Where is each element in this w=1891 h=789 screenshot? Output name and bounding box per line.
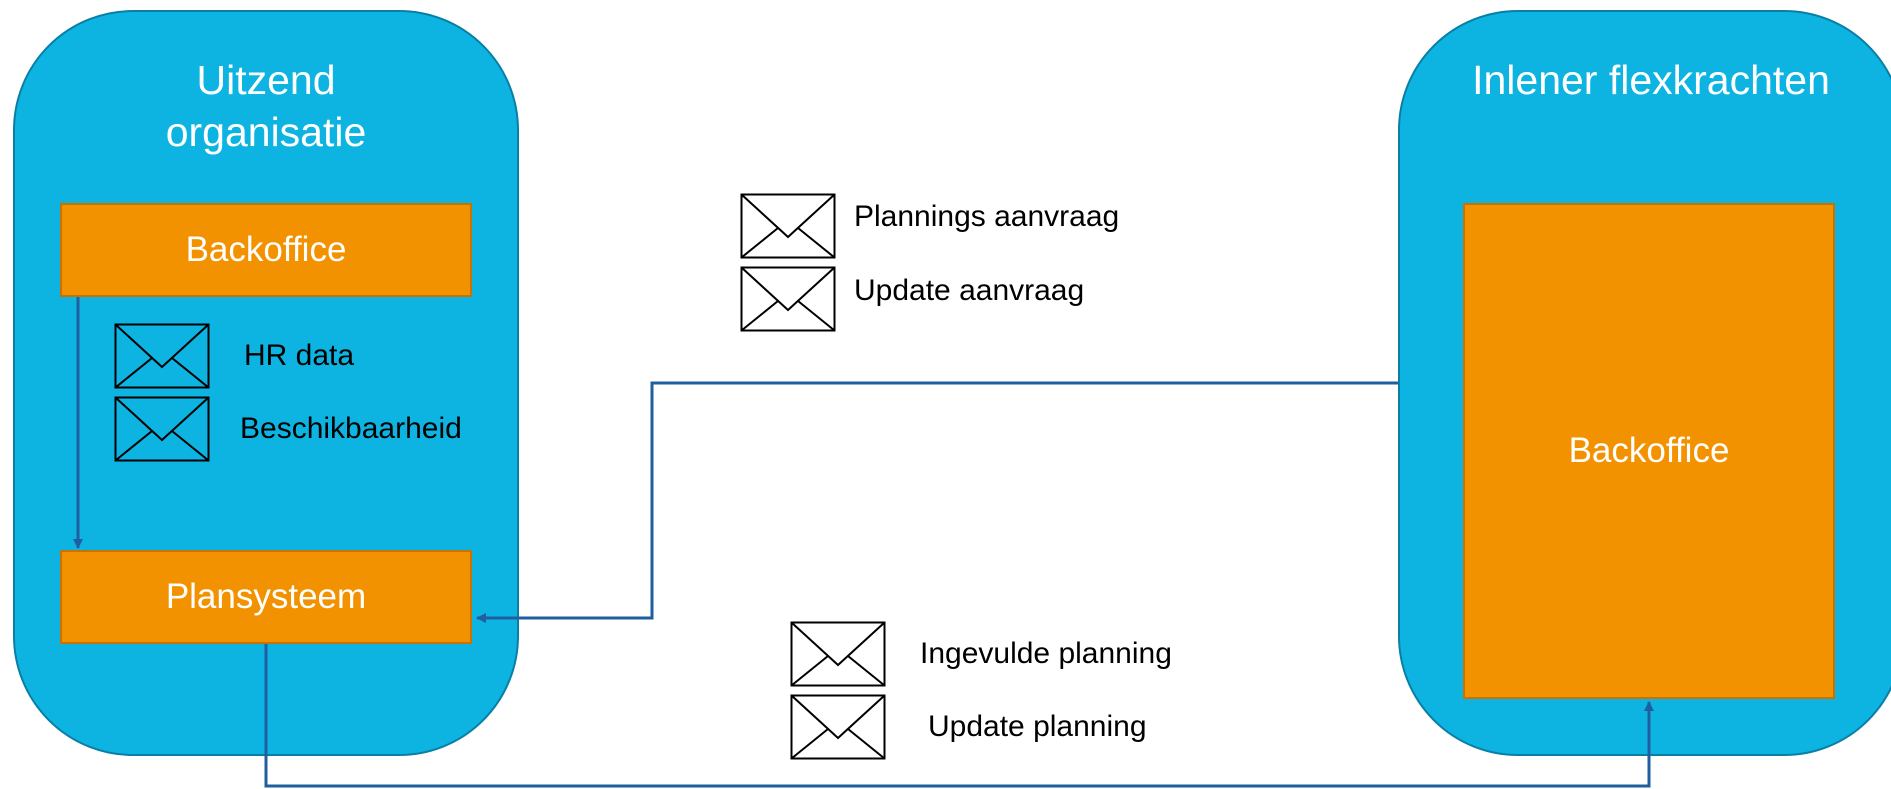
left-backoffice-box: Backoffice xyxy=(60,203,472,297)
inlener-flexkrachten-title: Inlener flexkrachten xyxy=(1472,57,1830,103)
inlener-to-plansysteem-arrow xyxy=(476,381,1398,623)
plansysteem-to-inlener-arrow xyxy=(264,644,1654,788)
update-aanvraag-label: Update aanvraag xyxy=(854,274,1085,307)
envelope-icon xyxy=(790,621,886,687)
msg-ingevulde-planning: Ingevulde planning xyxy=(790,621,1172,687)
plansysteem-label: Plansysteem xyxy=(165,577,367,616)
uitzend-organisatie-title: Uitzend organisatie xyxy=(165,57,367,155)
msg-update-planning: Update planning xyxy=(790,694,1147,760)
ingevulde-planning-label: Ingevulde planning xyxy=(920,637,1172,670)
right-backoffice-box: Backoffice xyxy=(1463,203,1835,699)
msg-beschikbaarheid: Beschikbaarheid xyxy=(114,396,462,462)
right-backoffice-label: Backoffice xyxy=(1568,431,1730,470)
msg-plannings-aanvraag: Plannings aanvraag xyxy=(740,193,1119,259)
envelope-icon xyxy=(114,396,210,462)
left-backoffice-label: Backoffice xyxy=(185,230,347,269)
envelope-icon xyxy=(114,323,210,389)
envelope-icon xyxy=(790,694,886,760)
beschikbaarheid-label: Beschikbaarheid xyxy=(240,412,462,445)
plannings-aanvraag-label: Plannings aanvraag xyxy=(854,200,1120,233)
hr-data-label: HR data xyxy=(244,339,355,372)
plansysteem-box: Plansysteem xyxy=(60,550,472,644)
msg-hr-data: HR data xyxy=(114,323,354,389)
envelope-icon xyxy=(740,193,836,259)
msg-update-aanvraag: Update aanvraag xyxy=(740,266,1084,332)
envelope-icon xyxy=(740,266,836,332)
update-planning-label: Update planning xyxy=(928,710,1147,743)
